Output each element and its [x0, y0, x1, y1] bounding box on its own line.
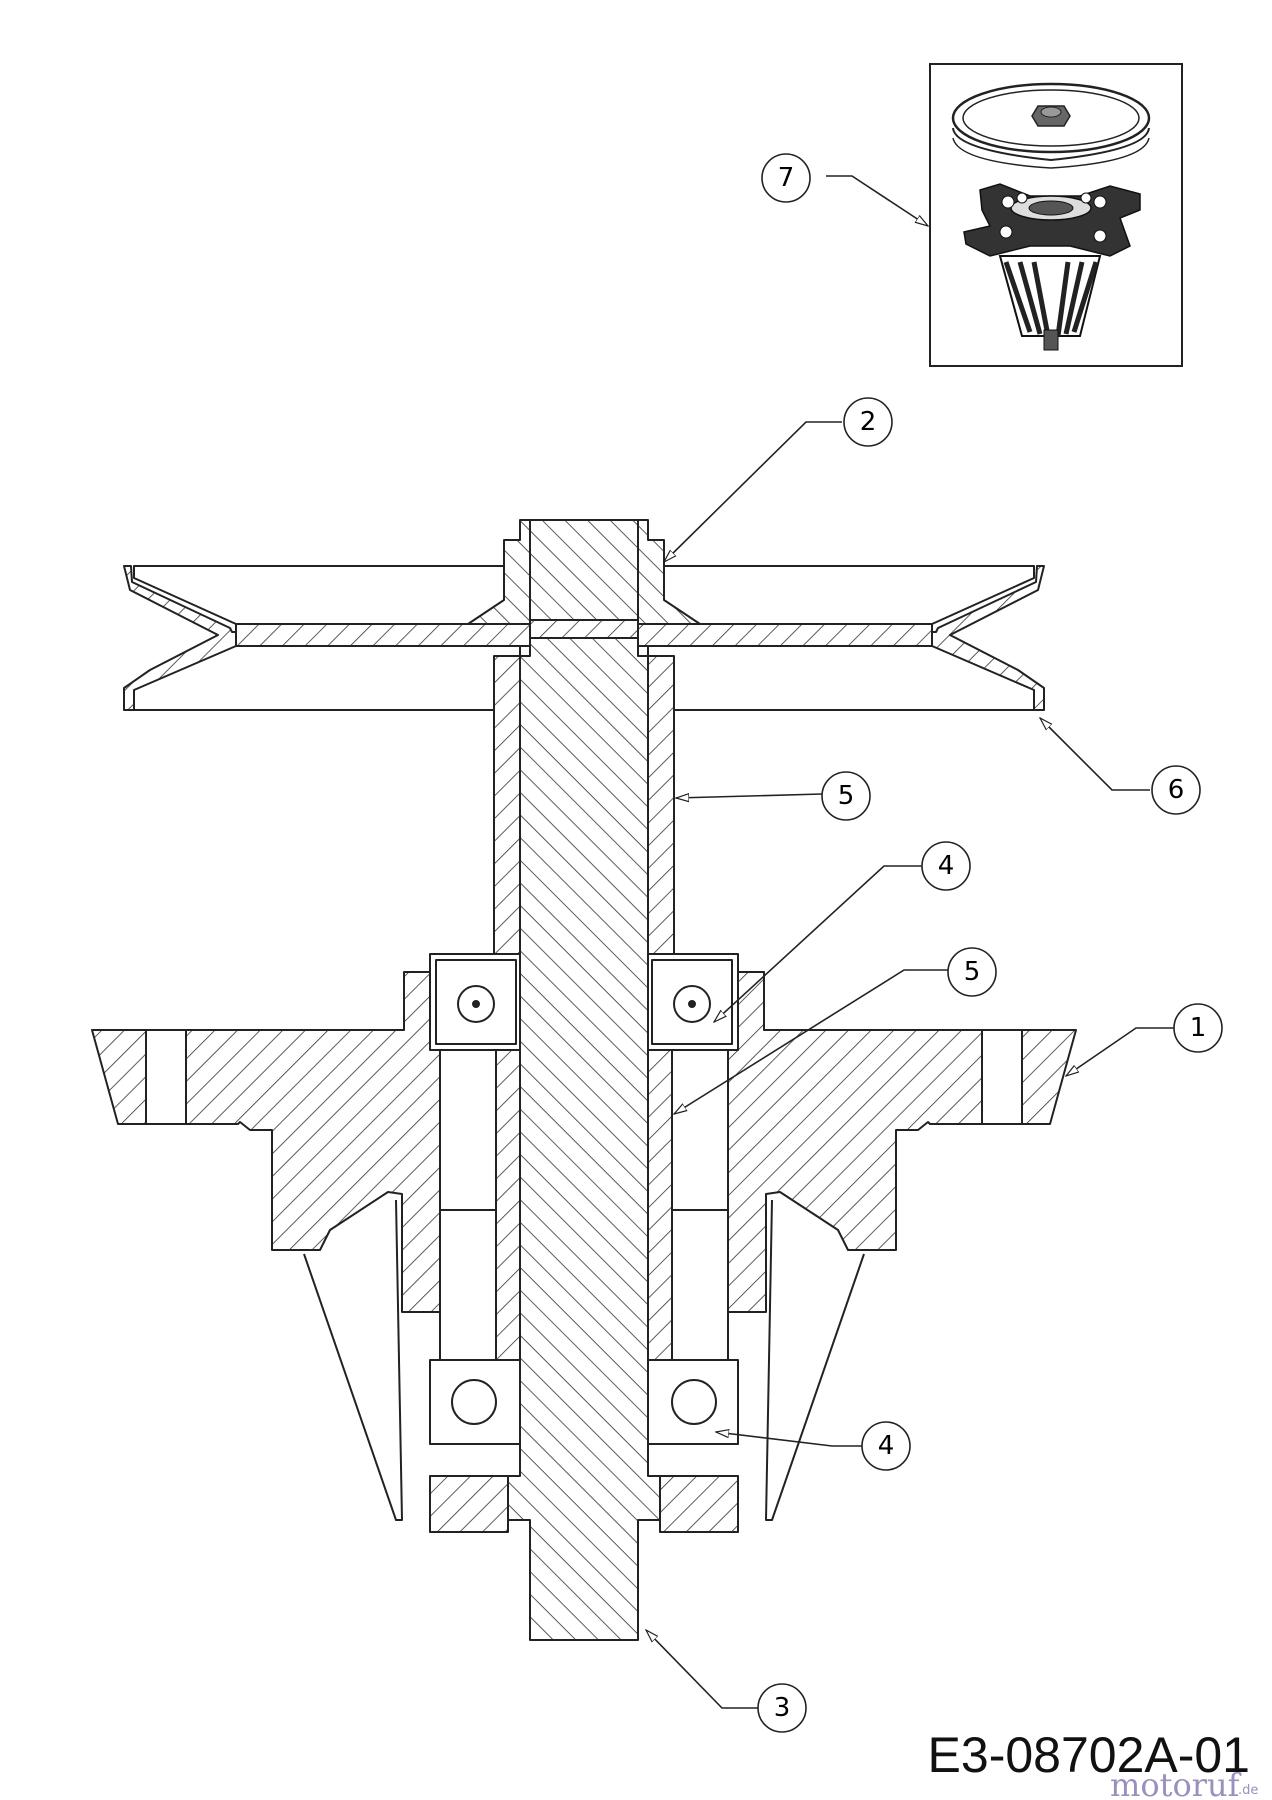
callout-2-label: 2	[860, 407, 877, 437]
housing-section	[91, 971, 441, 1313]
callout-1: 1	[1173, 1003, 1223, 1053]
cross-section	[91, 519, 1077, 1641]
callout-4-upper: 4	[921, 841, 971, 891]
callout-5-upper-label: 5	[838, 781, 855, 811]
drawing-number: E3-08702A-01	[928, 1727, 1250, 1783]
callout-6: 6	[1151, 765, 1201, 815]
spacer-upper-left	[493, 655, 521, 957]
callout-3: 3	[757, 1683, 807, 1733]
spacer-lower-right	[647, 1049, 673, 1361]
callout-7-label: 7	[778, 163, 795, 193]
callout-4-upper-label: 4	[938, 851, 955, 881]
callout-1-label: 1	[1190, 1013, 1207, 1043]
watermark-logo: motoruf .de	[1110, 1766, 1258, 1800]
callout-5-lower: 5	[947, 947, 997, 997]
callout-5-lower-label: 5	[964, 957, 981, 987]
housing-section-right	[727, 971, 1077, 1313]
spacer-upper-right	[647, 655, 675, 957]
watermark-text: motoruf	[1110, 1766, 1242, 1800]
callout-5-upper: 5	[821, 771, 871, 821]
callout-3-label: 3	[774, 1693, 791, 1723]
callout-4-lower-label: 4	[878, 1431, 895, 1461]
callout-4-lower: 4	[861, 1421, 911, 1471]
callout-2: 2	[843, 397, 893, 447]
leader-lines	[646, 175, 1174, 1709]
inset-spindle-illustration	[929, 63, 1183, 367]
callout-7: 7	[761, 153, 811, 203]
callout-6-label: 6	[1168, 775, 1185, 805]
spacer-lower-left	[495, 1049, 521, 1361]
watermark-suffix: .de	[1238, 1783, 1258, 1798]
spindle-shaft	[507, 519, 661, 1641]
